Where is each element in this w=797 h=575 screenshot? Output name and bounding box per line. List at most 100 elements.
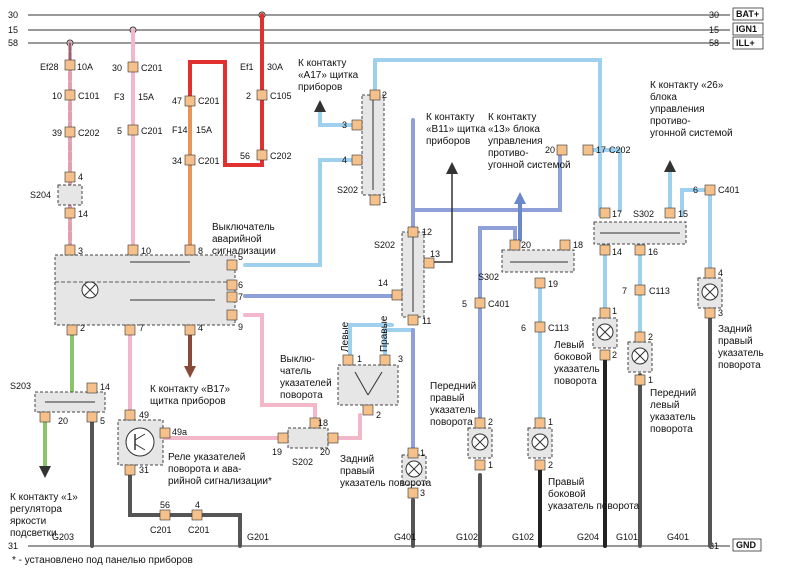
pin-16: 16 bbox=[648, 247, 658, 257]
pin-2: 2 bbox=[488, 417, 493, 427]
pin-1: 1 bbox=[488, 460, 493, 470]
g201-label: G201 bbox=[247, 532, 269, 542]
c105-label: C105 bbox=[270, 91, 292, 101]
arrow-up-icon bbox=[314, 100, 326, 112]
right-label: Правые bbox=[379, 315, 390, 352]
c401-label: C401 bbox=[488, 299, 510, 309]
pin-31: 31 bbox=[139, 465, 149, 475]
front-left-caption: Передний левый указатель поворота bbox=[650, 388, 699, 435]
right-side-caption: Правый боковой указатель поворота bbox=[548, 477, 640, 512]
pin-1: 1 bbox=[548, 417, 553, 427]
front-right-lamp-icon bbox=[401, 454, 427, 486]
pin-13: 13 bbox=[430, 249, 440, 259]
pin-20: 20 bbox=[521, 240, 531, 250]
ef28-rating: 10A bbox=[77, 62, 93, 72]
pin-2: 2 bbox=[648, 332, 653, 342]
front-left-lamp-icon bbox=[627, 341, 653, 373]
pin-6: 6 bbox=[693, 185, 698, 195]
ef1-rating: 30A bbox=[267, 62, 283, 72]
footnote: * - установлено под панелью приборов bbox=[12, 554, 193, 566]
pin-14: 14 bbox=[100, 382, 110, 392]
pin-1: 1 bbox=[648, 375, 653, 385]
pin-39: 39 bbox=[52, 128, 62, 138]
tag-ign1: IGN1 bbox=[736, 24, 757, 34]
tag-bat: BAT+ bbox=[736, 9, 759, 19]
pin-1: 1 bbox=[382, 195, 387, 205]
c113-label: C113 bbox=[548, 323, 569, 333]
s302-label: S302 bbox=[633, 209, 654, 219]
rail-58-left: 58 bbox=[8, 38, 18, 48]
pin-2: 2 bbox=[80, 323, 85, 333]
b17-caption: К контакту «B17» щитка приборов bbox=[150, 384, 233, 407]
s202-bottom-block bbox=[287, 427, 329, 449]
pin-1: 1 bbox=[612, 306, 617, 316]
arrows bbox=[39, 100, 676, 478]
s203-label: S203 bbox=[10, 381, 31, 391]
ef28-label: Ef28 bbox=[40, 62, 59, 72]
arrow-up-icon bbox=[664, 160, 676, 172]
pin-19: 19 bbox=[272, 447, 282, 457]
c202-label: C202 bbox=[270, 151, 292, 161]
f14-rating: 15A bbox=[196, 125, 212, 135]
pin-34: 34 bbox=[172, 156, 182, 166]
pin-47: 47 bbox=[172, 96, 182, 106]
rail-31-right: 31 bbox=[709, 541, 719, 551]
pin-49: 49 bbox=[139, 410, 149, 420]
c202-label: C202 bbox=[78, 128, 100, 138]
c201-label: C201 bbox=[150, 525, 172, 535]
pin-1: 1 bbox=[420, 448, 425, 458]
f3-label: F3 bbox=[114, 92, 125, 102]
pin-14: 14 bbox=[78, 209, 88, 219]
c201-label: C201 bbox=[188, 525, 210, 535]
pin-3: 3 bbox=[718, 308, 723, 318]
s202-label: S202 bbox=[292, 457, 313, 467]
f14-label: F14 bbox=[172, 125, 188, 135]
rear-right-lamp-icon bbox=[697, 277, 723, 309]
pin-5: 5 bbox=[238, 252, 243, 262]
connector-labels: Ef28 10A 10 C101 39 C202 4 S204 14 3 30 … bbox=[10, 62, 740, 542]
left-label: Левые bbox=[340, 321, 351, 352]
pin-6: 6 bbox=[238, 280, 243, 290]
rail-15-right: 15 bbox=[709, 25, 719, 35]
s204-label: S204 bbox=[30, 190, 51, 200]
terminals bbox=[39, 59, 716, 521]
pin-56: 56 bbox=[240, 151, 250, 161]
g203-label: G203 bbox=[52, 532, 74, 542]
g102-label: G102 bbox=[512, 532, 534, 542]
rail-30-right: 30 bbox=[709, 10, 719, 20]
pin-4: 4 bbox=[195, 500, 200, 510]
pin-3: 3 bbox=[78, 246, 83, 256]
immobilizer-26-caption: К контакту «26» блока управления противо… bbox=[650, 80, 733, 139]
relay-caption: Реле указателей поворота и ава- рийной с… bbox=[168, 452, 272, 487]
rear-right-main-caption: Задний правый указатель поворота bbox=[340, 454, 432, 489]
g101-label: G101 bbox=[616, 532, 638, 542]
f3-rating: 15A bbox=[138, 92, 154, 102]
pin-18: 18 bbox=[573, 240, 583, 250]
rail-58-right: 58 bbox=[709, 38, 719, 48]
component-blocks bbox=[34, 94, 687, 466]
c401-label: C401 bbox=[718, 185, 740, 195]
pin-30: 30 bbox=[112, 63, 122, 73]
pin-14: 14 bbox=[612, 247, 622, 257]
arrow-up-icon bbox=[446, 162, 458, 174]
pin-14: 14 bbox=[378, 278, 388, 288]
pin-5: 5 bbox=[100, 416, 105, 426]
immobilizer-13-caption: К контакту «13» блока управления противо… bbox=[488, 112, 571, 171]
pin-20: 20 bbox=[58, 416, 68, 426]
pin-12: 12 bbox=[422, 227, 432, 237]
pin-1: 1 bbox=[357, 354, 362, 364]
dimmer-caption: К контакту «1» регулятора яркости подсве… bbox=[10, 492, 81, 539]
pin-17: 17 bbox=[596, 145, 606, 155]
c201-label: C201 bbox=[198, 156, 220, 166]
c113-label: C113 bbox=[649, 286, 670, 296]
pin-3: 3 bbox=[342, 120, 347, 130]
rear-right-caption: Задний правый указатель поворота bbox=[718, 324, 767, 371]
pin-49a: 49a bbox=[172, 427, 187, 437]
turn-switch-caption: Выклю- чатель указателей поворота bbox=[280, 354, 334, 401]
s202-label: S202 bbox=[337, 185, 358, 195]
lamps bbox=[401, 277, 723, 486]
rail-30-left: 30 bbox=[8, 10, 18, 20]
front-right-caption: Передний правый указатель поворота bbox=[430, 381, 479, 428]
